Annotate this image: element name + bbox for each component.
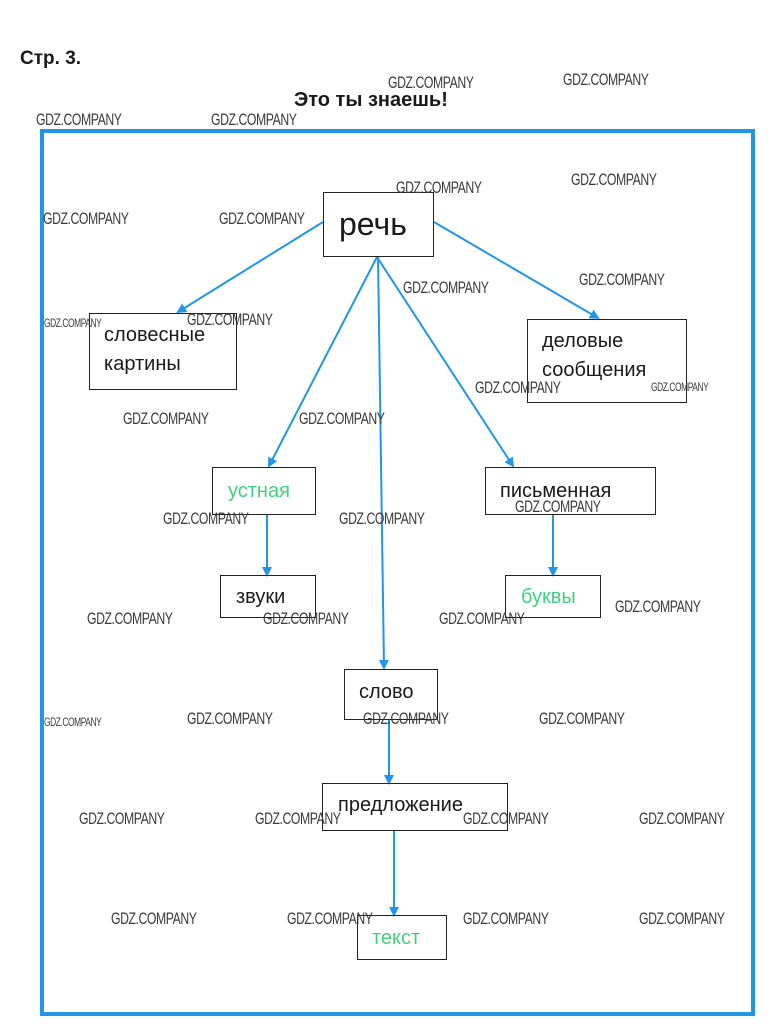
node-bukvy-label: буквы	[521, 586, 576, 608]
node-tekst-label: текст	[372, 927, 421, 949]
node-tekst: текст	[357, 915, 447, 960]
node-delovye-line2: сообщения	[542, 359, 647, 381]
node-slovesnye-line2: картины	[104, 353, 181, 375]
node-rech: речь	[323, 192, 434, 257]
node-slovesnye-line1: словесные	[104, 324, 206, 346]
node-pismennaya: письменная	[485, 467, 656, 515]
node-rech-label: речь	[339, 206, 407, 242]
page-title: Это ты знаешь!	[294, 89, 448, 111]
node-pismennaya-label: письменная	[500, 480, 612, 502]
watermark: GDZ.COMPANY	[36, 110, 122, 129]
node-ustnaya: устная	[212, 467, 316, 515]
node-bukvy: буквы	[505, 575, 601, 618]
node-zvuki-label: звуки	[236, 586, 286, 608]
node-slovesnye-kartiny: словесные картины	[89, 313, 237, 390]
watermark: GDZ.COMPANY	[211, 110, 297, 129]
node-slovo-label: слово	[359, 681, 414, 703]
node-predlozhenie: предложение	[322, 783, 508, 831]
node-predlozhenie-label: предложение	[338, 794, 463, 816]
node-delovye-soobshcheniya: деловые сообщения	[527, 319, 687, 403]
diagram-frame	[40, 129, 755, 1016]
node-delovye-line1: деловые	[542, 330, 624, 352]
node-zvuki: звуки	[220, 575, 316, 618]
node-slovo: слово	[344, 669, 438, 720]
node-ustnaya-label: устная	[228, 480, 290, 502]
watermark: GDZ.COMPANY	[563, 70, 649, 89]
page-label: Стр. 3.	[20, 48, 82, 69]
